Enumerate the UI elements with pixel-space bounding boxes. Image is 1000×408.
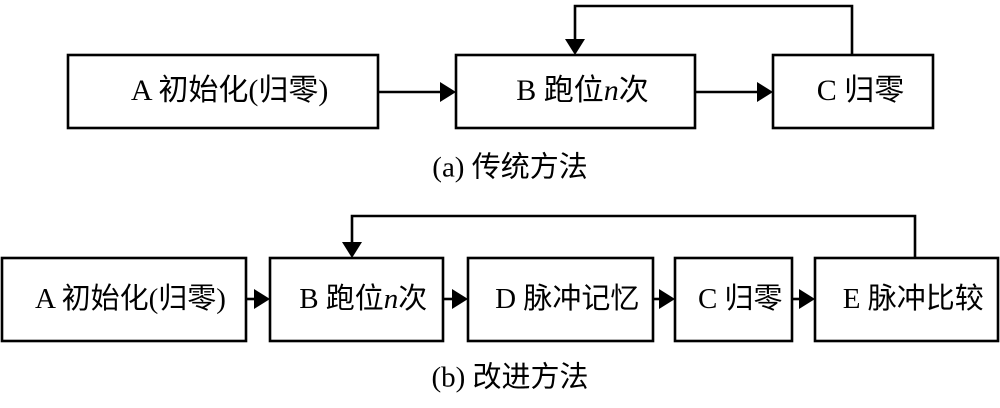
arrowhead-b-to-c-icon <box>757 82 773 102</box>
box-b-panel-a-initialize-label: A 初始化(归零) <box>0 282 277 315</box>
arrowhead-feedback-c-to-b-icon <box>565 39 585 55</box>
box-a-initialize[interactable] <box>66 53 380 130</box>
box-c-reset-label: C 归零 <box>749 74 957 107</box>
arrowhead-b3-to-b4-icon <box>659 289 675 309</box>
box-b-run-n-times[interactable] <box>454 53 697 130</box>
box-d-pulse-memory-label: D 脉冲记忆 <box>430 282 690 315</box>
panel-a-group: A 初始化(归零) B 跑位n次 C 归零 (a) 传统方法 <box>65 4 957 184</box>
box-b-panel-a-initialize[interactable] <box>0 256 248 343</box>
box-d-pulse-memory[interactable] <box>466 256 655 343</box>
arrowhead-feedback-e-to-b-icon <box>342 242 362 258</box>
arrowhead-b4-to-b5-icon <box>799 289 815 309</box>
arrowhead-b1-to-b2-icon <box>254 289 270 309</box>
feedback-loop-e-to-b <box>350 214 917 258</box>
caption-panel-a: (a) 传统方法 <box>432 151 587 184</box>
box-e-pulse-compare-label: E 脉冲比较 <box>778 282 1000 315</box>
feedback-loop-c-to-b <box>573 4 854 55</box>
caption-panel-b: (b) 改进方法 <box>431 361 588 394</box>
box-c-panel-b-reset[interactable] <box>673 256 794 343</box>
box-c-panel-b-reset-label: C 归零 <box>633 282 834 315</box>
box-a-initialize-label: A 初始化(归零) <box>65 74 381 107</box>
arrowhead-b2-to-b3-icon <box>452 289 468 309</box>
box-e-pulse-compare[interactable] <box>813 256 1000 343</box>
box-b-run-n-times-label: B 跑位n次 <box>449 74 702 107</box>
box-b-panel-b-run-n-times-label: B 跑位n次 <box>234 282 478 315</box>
box-b-panel-b-run-n-times[interactable] <box>268 256 445 343</box>
panel-b-group: A 初始化(归零) B 跑位n次 D 脉冲记忆 <box>0 214 1000 394</box>
arrowhead-a-to-b-icon <box>440 82 456 102</box>
